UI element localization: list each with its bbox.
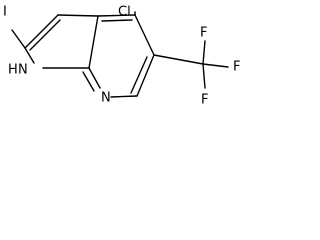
fluorine-bottom-label: F (201, 93, 208, 108)
ring-6-nitrogen-label: N (101, 91, 111, 106)
bond-c6-n7 (110, 95, 138, 98)
fluorine-top-label: F (200, 26, 207, 41)
bond-c3a-c4 (97, 14, 136, 17)
bond-c2-iodine (11, 29, 26, 49)
ring-5-nitrogen-label: N (18, 63, 28, 78)
bond-c4-c5 (134, 14, 155, 56)
chemical-structure-canvas: I Cl H N N F F F (0, 0, 250, 126)
bond-cf3-f-top (202, 40, 206, 65)
chlorine-label: Cl (118, 5, 131, 20)
bond-c5-c6 (136, 54, 155, 97)
bond-c3a-c4-double (101, 19, 133, 22)
fluorine-right-label: F (233, 60, 240, 75)
bond-c2-n1 (24, 47, 35, 64)
bond-n7-c7a-double (82, 71, 95, 92)
bond-c5-c6-double (130, 56, 148, 94)
bond-n7-c7a (88, 67, 101, 89)
bond-cf3-f-right (202, 63, 229, 68)
bond-cf3-f-bottom (202, 63, 206, 89)
bond-c5-cf3 (153, 54, 204, 65)
nh-hydrogen-label: H (8, 63, 18, 78)
bond-c3a-c7a (88, 15, 99, 69)
bond-c3-c3a (57, 14, 99, 17)
bond-c2-c3 (24, 14, 59, 49)
bond-c2-c3-double (29, 19, 61, 51)
molecule-diagram: I Cl H N N F F F (3, 5, 240, 108)
iodine-label: I (3, 5, 7, 20)
